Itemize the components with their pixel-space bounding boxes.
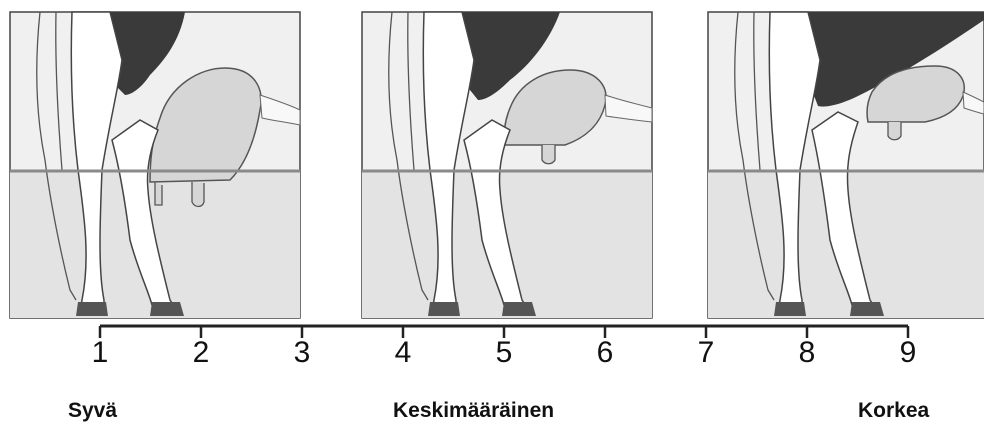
panel-deep-udder bbox=[10, 12, 300, 318]
category-label-high: Korkea bbox=[858, 400, 929, 421]
category-label-mid: Keskimääräinen bbox=[393, 400, 554, 421]
scale-tick-label-4: 4 bbox=[395, 338, 412, 368]
category-label-low: Syvä bbox=[68, 400, 117, 421]
scale-tick-label-2: 2 bbox=[193, 338, 210, 368]
scale-tick-label-5: 5 bbox=[496, 338, 513, 368]
scale-tick-label-6: 6 bbox=[597, 338, 614, 368]
scale-tick-label-9: 9 bbox=[900, 338, 917, 368]
scale-tick-label-1: 1 bbox=[92, 338, 109, 368]
panel-medium-udder bbox=[362, 12, 652, 318]
scale-tick-label-3: 3 bbox=[294, 338, 311, 368]
scale-tick-label-8: 8 bbox=[799, 338, 816, 368]
scale-tick-label-7: 7 bbox=[698, 338, 715, 368]
panel-high-udder bbox=[708, 12, 984, 318]
